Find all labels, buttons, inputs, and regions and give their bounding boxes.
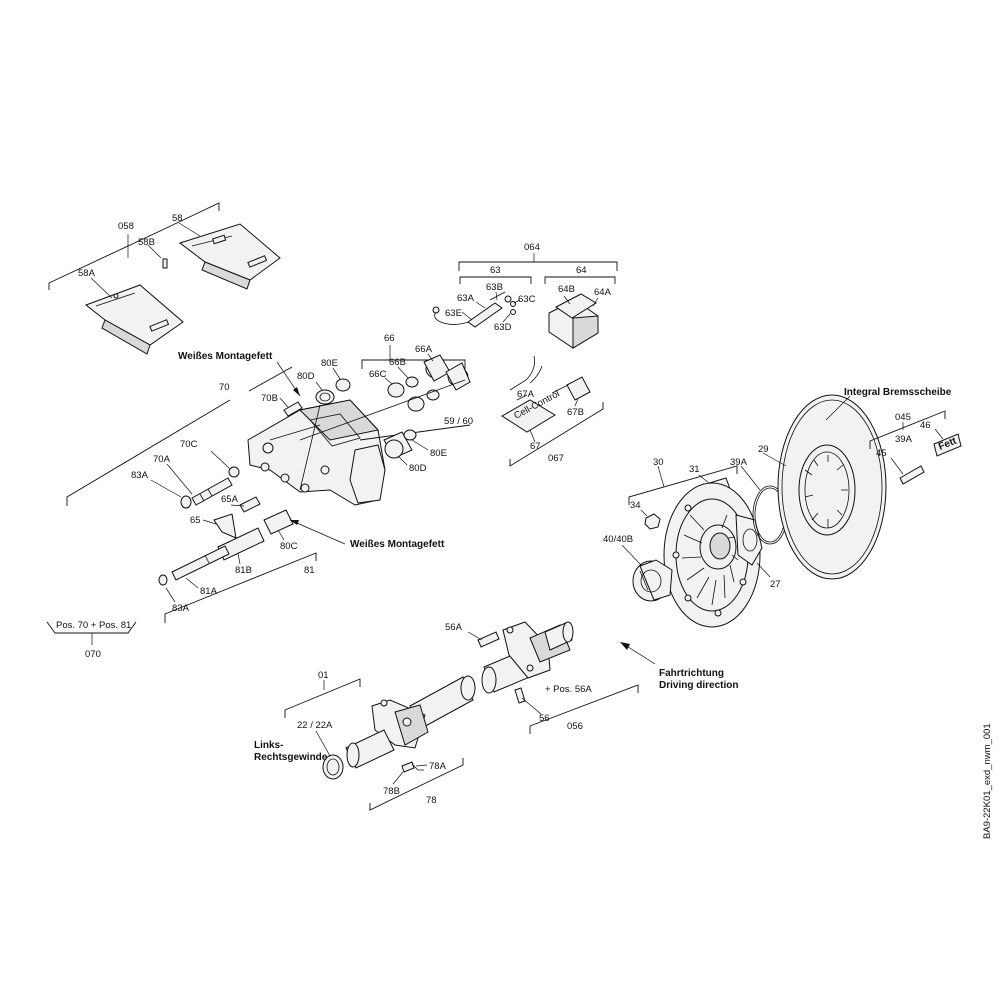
- label-80d-top: 80D: [297, 371, 315, 382]
- label-78a: 78A: [429, 761, 447, 772]
- part-labels: 058 58 58B 58A 064 63 64 63A 63B 63C 63D…: [78, 213, 931, 806]
- note-rechtsgewinde: Rechtsgewinde: [254, 752, 328, 763]
- label-66: 66: [384, 333, 395, 344]
- note-links: Links-: [254, 740, 283, 751]
- label-070: 070: [85, 649, 101, 660]
- label-064: 064: [524, 242, 540, 253]
- note-driving-direction: Driving direction: [659, 680, 738, 691]
- label-80d-mid: 80D: [409, 463, 427, 474]
- label-78b: 78B: [383, 786, 400, 797]
- label-78: 78: [426, 795, 437, 806]
- label-56: 56: [539, 713, 550, 724]
- label-45: 45: [876, 448, 887, 459]
- label-63e: 63E: [445, 308, 462, 319]
- label-70b: 70B: [261, 393, 278, 404]
- label-22-22a: 22 / 22A: [297, 720, 333, 731]
- pad-retainer-group-058: [48, 202, 281, 355]
- label-70a: 70A: [153, 454, 171, 465]
- caliper-housing-70: [66, 361, 386, 506]
- label-80e-mid: 80E: [430, 448, 447, 459]
- label-34: 34: [630, 500, 641, 511]
- label-83a-top: 83A: [131, 470, 149, 481]
- note-weisses-montagefett-bottom: Weißes Montagefett: [350, 539, 445, 550]
- label-65a: 65A: [221, 494, 239, 505]
- note-pos-70-81: Pos. 70 + Pos. 81: [56, 620, 131, 631]
- label-39a-right: 39A: [895, 434, 913, 445]
- label-59-60: 59 / 60: [444, 416, 473, 427]
- label-67b: 67B: [567, 407, 584, 418]
- note-fahrtrichtung: Fahrtrichtung: [659, 668, 724, 679]
- note-integral-bremsscheibe: Integral Bremsscheibe: [844, 387, 952, 398]
- label-81a: 81A: [200, 586, 218, 597]
- label-67: 67: [530, 441, 541, 452]
- hub-assembly: [621, 394, 962, 628]
- label-30: 30: [653, 457, 664, 468]
- label-01: 01: [318, 670, 329, 681]
- label-83a-bottom: 83A: [172, 603, 190, 614]
- label-46: 46: [920, 420, 931, 431]
- label-31: 31: [689, 464, 700, 475]
- label-81b: 81B: [235, 565, 252, 576]
- label-39a-mid: 39A: [730, 457, 748, 468]
- label-63: 63: [490, 265, 501, 276]
- bracket-070: [46, 621, 137, 634]
- label-045: 045: [895, 412, 911, 423]
- label-58a: 58A: [78, 268, 96, 279]
- brake-pad-group-064: [432, 253, 618, 349]
- axle-group-056: [467, 621, 656, 734]
- drawing-id: BA9-22K01_exd_nwm_001: [982, 723, 993, 839]
- boot-group-66: [299, 345, 471, 441]
- label-58b: 58B: [138, 237, 155, 248]
- label-64: 64: [576, 265, 587, 276]
- label-66a: 66A: [415, 344, 433, 355]
- bellows-59-60: [359, 424, 471, 466]
- label-80c: 80C: [280, 541, 298, 552]
- axle-group-01: [284, 675, 476, 811]
- label-63a: 63A: [457, 293, 475, 304]
- label-66b: 66B: [389, 357, 406, 368]
- label-67a: 67A: [517, 389, 535, 400]
- label-27: 27: [770, 579, 781, 590]
- label-81: 81: [304, 565, 315, 576]
- wear-sensor-group-067: Cell-Control: [501, 355, 604, 467]
- note-pos-56a: + Pos. 56A: [545, 684, 592, 695]
- label-63c: 63C: [518, 294, 536, 305]
- label-66c: 66C: [369, 369, 387, 380]
- label-64a: 64A: [594, 287, 612, 298]
- label-056: 056: [567, 721, 583, 732]
- label-70: 70: [219, 382, 230, 393]
- annotation-notes: Weißes Montagefett Weißes Montagefett In…: [56, 351, 993, 839]
- label-63b: 63B: [486, 282, 503, 293]
- label-65: 65: [190, 515, 201, 526]
- label-64b: 64B: [558, 284, 575, 295]
- label-63d: 63D: [494, 322, 512, 333]
- label-56a: 56A: [445, 622, 463, 633]
- guide-pin-group: [150, 450, 346, 623]
- label-29: 29: [758, 444, 769, 455]
- label-80e-top: 80E: [321, 358, 338, 369]
- label-067: 067: [548, 453, 564, 464]
- label-70c: 70C: [180, 439, 198, 450]
- label-058: 058: [118, 221, 134, 232]
- note-weisses-montagefett-top: Weißes Montagefett: [178, 351, 273, 362]
- label-40-40b: 40/40B: [603, 534, 633, 545]
- label-58: 58: [172, 213, 183, 224]
